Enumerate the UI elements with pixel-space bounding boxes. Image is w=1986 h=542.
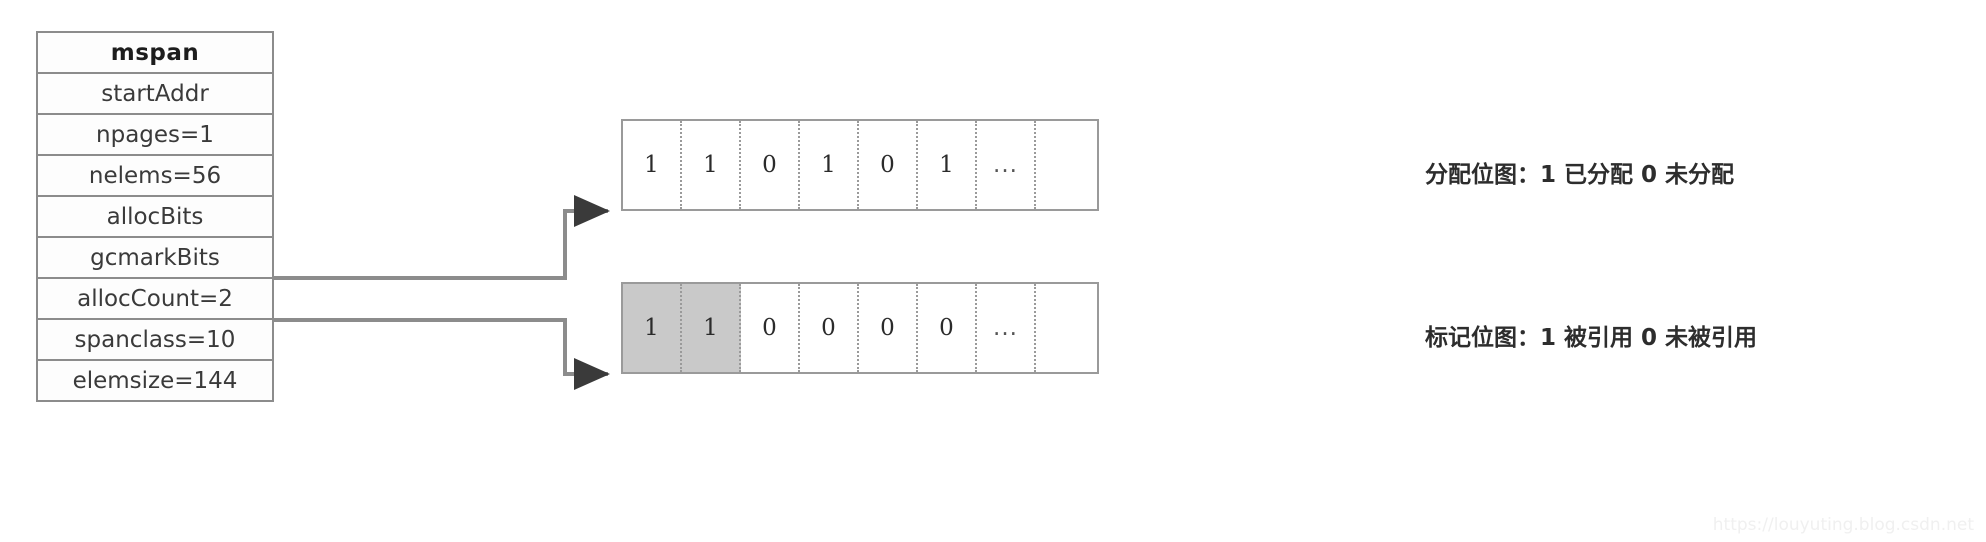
gcmark-bit-cell-1: 1 [682,284,741,372]
struct-field-startaddr: startAddr [38,74,272,115]
watermark: https://louyuting.blog.csdn.net [1712,515,1974,535]
alloc-bit-cell-4: 0 [859,121,918,209]
alloc-bit-cell-5: 1 [918,121,977,209]
gcmark-bit-cell-3: 0 [800,284,859,372]
alloc-bitmap-annotation: 分配位图：1 已分配 0 未分配 [1425,162,1735,188]
gcmark-bit-cell-tail [1036,284,1097,372]
connector-allocbits-to-alloc-bitmap [274,195,610,280]
struct-field-alloccount: allocCount=2 [38,279,272,320]
connector-gcmarkbits-to-gcmark-bitmap [274,318,610,390]
struct-field-spanclass: spanclass=10 [38,320,272,361]
alloc-bit-cell-2: 0 [741,121,800,209]
gcmark-bitmap-annotation: 标记位图：1 被引用 0 未被引用 [1425,325,1758,351]
alloc-bitmap-array: 1 1 0 1 0 1 ... [621,119,1099,211]
gcmark-bit-cell-4: 0 [859,284,918,372]
struct-field-elemsize: elemsize=144 [38,361,272,402]
alloc-bit-cell-0: 1 [623,121,682,209]
gcmark-bit-cell-5: 0 [918,284,977,372]
mspan-title-row: mspan [38,33,272,74]
mspan-struct-table: mspan startAddr npages=1 nelems=56 alloc… [36,31,274,402]
struct-field-gcmarkbits: gcmarkBits [38,238,272,279]
alloc-bit-cell-3: 1 [800,121,859,209]
struct-field-allocbits: allocBits [38,197,272,238]
alloc-bit-cell-tail [1036,121,1097,209]
alloc-bit-cell-1: 1 [682,121,741,209]
alloc-bit-cell-ellipsis: ... [977,121,1036,209]
struct-field-npages: npages=1 [38,115,272,156]
gcmark-bit-cell-0: 1 [623,284,682,372]
gcmark-bitmap-array: 1 1 0 0 0 0 ... [621,282,1099,374]
gcmark-bit-cell-ellipsis: ... [977,284,1036,372]
struct-field-nelems: nelems=56 [38,156,272,197]
gcmark-bit-cell-2: 0 [741,284,800,372]
